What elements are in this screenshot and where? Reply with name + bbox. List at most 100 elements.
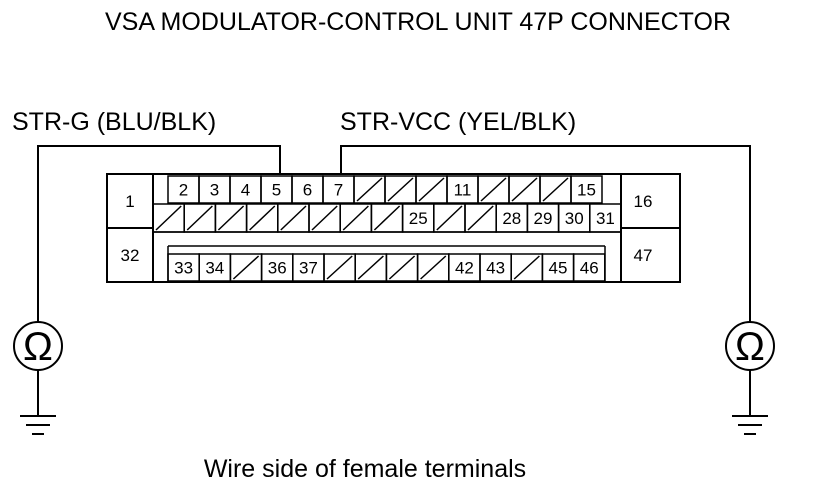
pin-unused <box>477 175 510 204</box>
ohmmeter-right: Ω <box>725 321 775 435</box>
unused-slash <box>511 177 538 202</box>
diagram-title: VSA MODULATOR-CONTROL UNIT 47P CONNECTOR <box>105 8 731 36</box>
unused-slash <box>356 177 383 202</box>
pin-46: 46 <box>572 253 606 282</box>
pin-25: 25 <box>401 203 435 233</box>
pin-label: 36 <box>268 259 287 278</box>
pin-label: 34 <box>205 259 224 278</box>
unused-slash <box>280 205 307 231</box>
pin-42: 42 <box>448 253 481 282</box>
unused-slash <box>326 255 353 280</box>
pin-2: 2 <box>167 175 200 204</box>
unused-slash <box>480 177 507 202</box>
pin-label: 4 <box>241 181 250 200</box>
pin-unused <box>433 203 466 233</box>
pin-label: 31 <box>596 209 615 228</box>
pin-unused <box>353 175 386 204</box>
pin-label: 3 <box>210 181 219 200</box>
unused-slash <box>217 205 245 231</box>
pin-row-lower: 33 34 36 37 42 43 45 46 <box>167 253 606 282</box>
pin-label: 45 <box>549 259 568 278</box>
unused-slash <box>342 205 369 231</box>
pin-label: 28 <box>502 209 521 228</box>
pin-32: 32 <box>121 246 140 265</box>
connector-end-pins: 1 32 16 47 <box>121 192 653 265</box>
pin-label: 30 <box>565 209 584 228</box>
pin-unused <box>384 175 417 204</box>
pin-label: 43 <box>486 259 505 278</box>
pin-43: 43 <box>479 253 512 282</box>
pin-3: 3 <box>198 175 231 204</box>
pin-unused <box>308 203 341 233</box>
pin-unused <box>214 203 248 233</box>
unused-slash <box>436 205 463 231</box>
pin-4: 4 <box>229 175 262 204</box>
pin-label: 6 <box>303 181 312 200</box>
pin-45: 45 <box>541 253 575 282</box>
pin-unused <box>354 253 388 282</box>
pin-label: 11 <box>454 181 472 200</box>
pin-label: 29 <box>534 209 553 228</box>
pin-33: 33 <box>167 253 200 282</box>
ground-icon <box>732 415 768 435</box>
unused-slash <box>373 205 401 231</box>
pin-label: 33 <box>174 259 193 278</box>
pin-unused <box>152 203 185 233</box>
pin-unused <box>415 175 448 204</box>
pin-unused <box>323 253 356 282</box>
unused-slash <box>249 205 276 231</box>
pin-unused <box>508 175 541 204</box>
pin-15: 15 <box>570 175 603 204</box>
pin-label: 7 <box>334 181 343 200</box>
unused-slash <box>155 205 182 231</box>
wires <box>37 145 751 323</box>
pin-5: 5 <box>260 175 293 204</box>
unused-slash <box>418 177 445 202</box>
pin-31: 31 <box>589 203 622 233</box>
pin-row-upper-bottom: 25 28 29 30 31 <box>152 203 622 233</box>
unused-slash <box>513 255 540 280</box>
ohmmeter-left: Ω <box>13 321 63 435</box>
pin-36: 36 <box>260 253 294 282</box>
unused-slash <box>232 255 260 280</box>
unused-slash <box>388 255 416 280</box>
pin-unused <box>229 253 263 282</box>
pin-unused <box>370 203 404 233</box>
pin-label: 15 <box>577 181 596 200</box>
pin-label: 25 <box>409 209 428 228</box>
pin-unused <box>510 253 544 282</box>
pin-29: 29 <box>526 203 560 233</box>
pin-label: 2 <box>179 181 188 200</box>
pin-30: 30 <box>557 203 591 233</box>
pin-unused <box>464 203 497 233</box>
pin-unused <box>416 253 450 282</box>
unused-slash <box>420 255 447 280</box>
unused-slash <box>542 177 569 202</box>
pin-unused <box>245 203 279 233</box>
wire-str-g <box>37 145 281 323</box>
unused-slash <box>357 255 384 280</box>
wire-label-str-g: STR-G (BLU/BLK) <box>12 108 216 136</box>
pin-37: 37 <box>292 253 325 282</box>
ohm-icon: Ω <box>735 325 765 369</box>
ground-icon <box>20 415 56 435</box>
pin-unused <box>277 203 310 233</box>
pin-6: 6 <box>291 175 324 204</box>
pin-label: 46 <box>580 259 599 278</box>
pin-11: 11 <box>446 175 479 204</box>
pin-label: 37 <box>299 259 318 278</box>
pin-unused <box>183 203 217 233</box>
pin-label: 42 <box>455 259 474 278</box>
unused-slash <box>467 205 494 231</box>
pin-1: 1 <box>125 192 134 211</box>
pin-row-upper-top: 2 3 4 5 6 7 11 15 <box>167 175 603 204</box>
pin-28: 28 <box>495 203 529 233</box>
unused-slash <box>186 205 213 231</box>
pin-47: 47 <box>634 246 653 265</box>
pin-unused <box>385 253 419 282</box>
pin-label: 5 <box>272 181 281 200</box>
pin-34: 34 <box>198 253 232 282</box>
footer-note: Wire side of female terminals <box>204 455 526 483</box>
unused-slash <box>311 205 338 231</box>
